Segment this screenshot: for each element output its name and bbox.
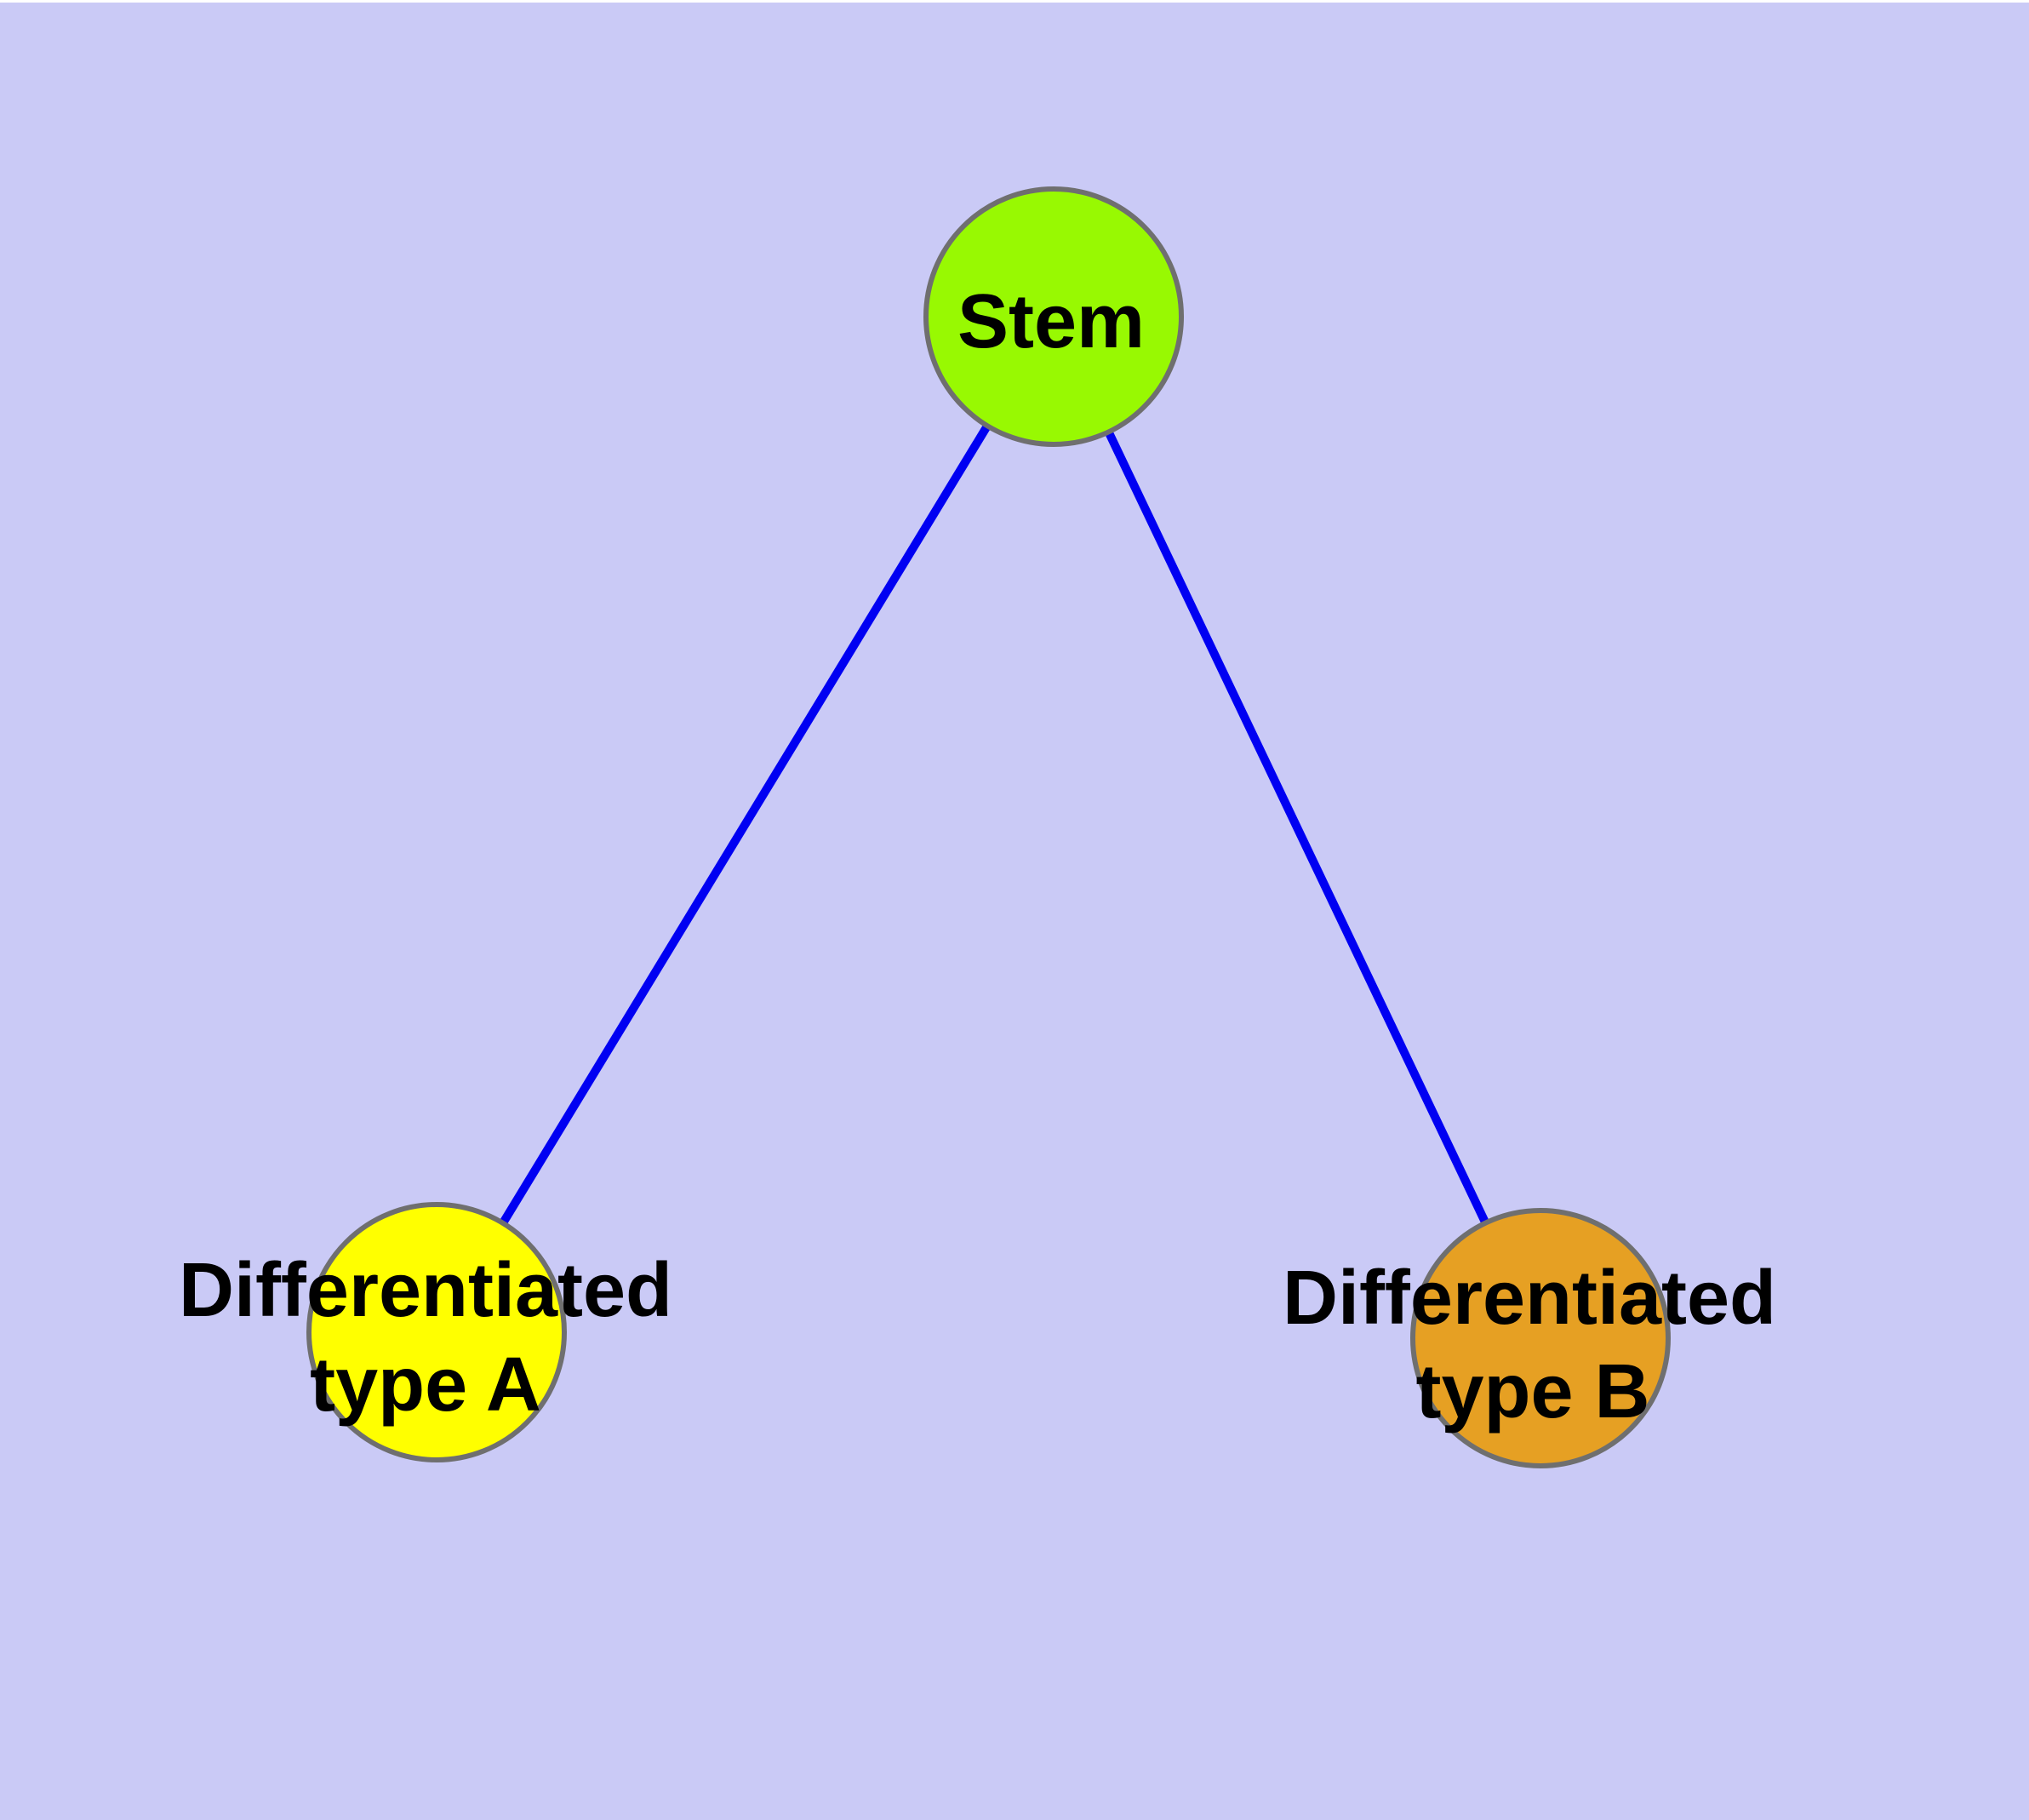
node-type-b-label-line1: Differentiated [1283,1256,1776,1341]
node-stem-label: Stem [957,279,1145,364]
node-type-a-label-line2: type A [310,1342,541,1428]
node-stem-circle [923,186,1184,447]
node-type-b-circle [1410,1208,1671,1468]
node-type-a-label-line1: Differentiated [179,1248,672,1333]
node-type-a-circle [306,1202,567,1462]
node-type-b-label-line2: type B [1415,1349,1649,1434]
edge-stem-to-type-b [1049,314,1545,1341]
top-edge-strip [0,0,2029,3]
edge-stem-to-type-a [432,314,1058,1335]
